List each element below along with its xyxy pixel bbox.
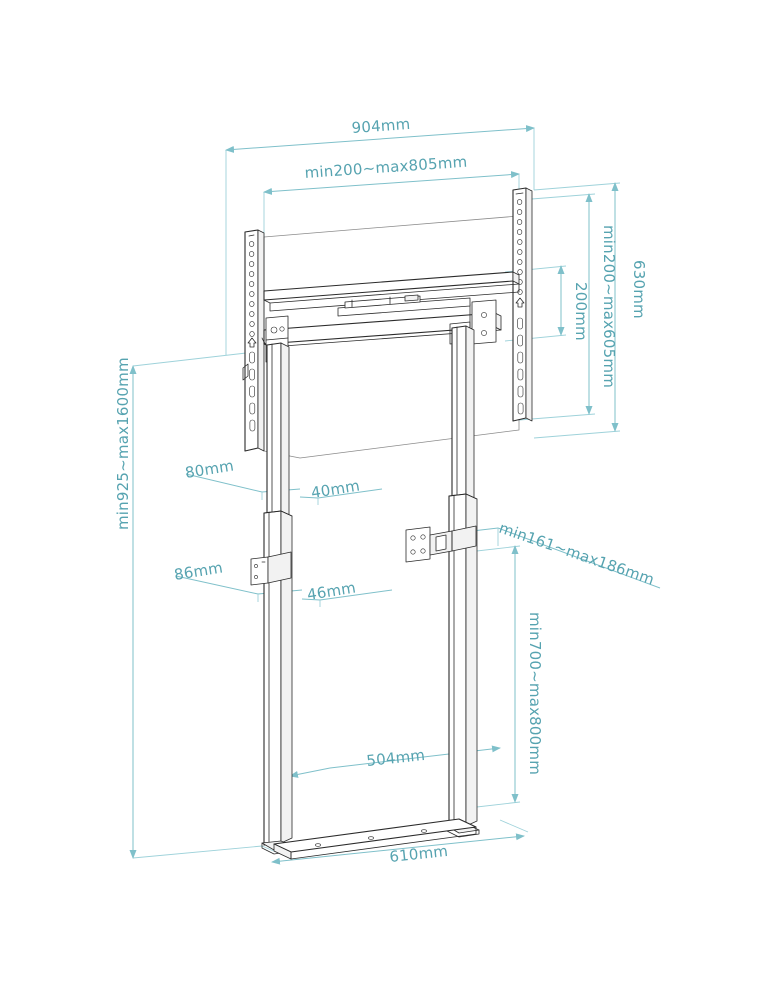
lock-tab [242,363,249,381]
dimension-inner-base-width [289,745,501,778]
label-overall-height: 630mm [630,260,648,319]
label-total-height: min925~max1600mm [114,357,132,530]
label-vesa-height: 200mm [572,282,590,341]
left-column-lower [263,510,293,846]
dimension-pole-width-lower [301,589,393,607]
label-column-height: min700~max800mm [526,612,544,775]
tilt-mechanism [337,294,471,317]
dimension-overall-width [225,125,535,355]
right-column-upper [451,325,475,511]
wall-mount-bracket [405,525,477,563]
label-overall-width: 904mm [351,115,411,137]
tv-panel-outline [263,215,520,459]
label-mount-height: min200~max605mm [600,225,618,388]
dimension-overall-height [533,182,621,439]
left-column-clamp [250,551,292,586]
base-plate [273,818,477,860]
left-vertical-rail [244,229,265,452]
left-column-upper [266,342,290,528]
right-vertical-rail [512,187,533,422]
dimension-pole-width-upper [299,488,383,505]
dimension-total-height [129,351,263,859]
